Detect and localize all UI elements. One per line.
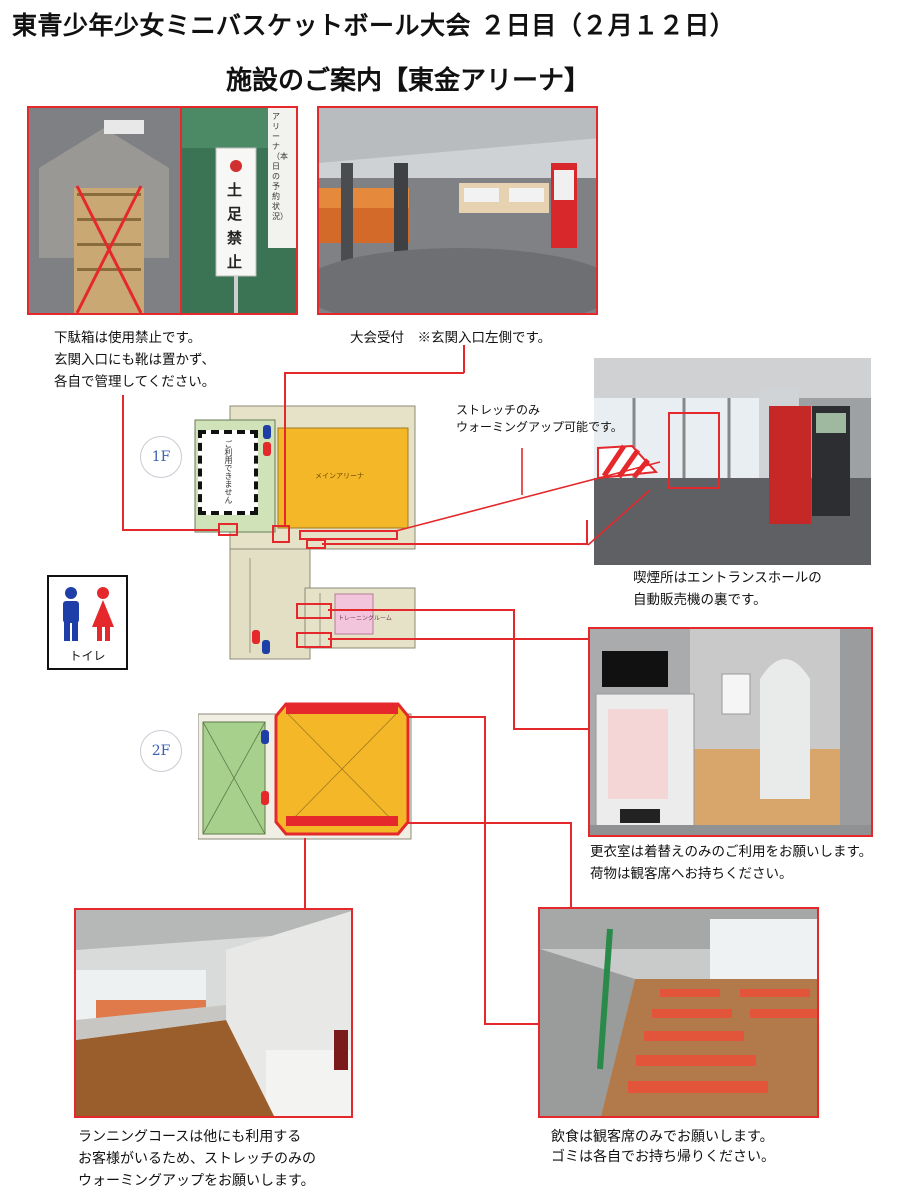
connector-line xyxy=(484,1023,540,1025)
toilet-icon xyxy=(63,587,114,641)
spectator-seats-caption: 飲食は観客席のみでお願いします。 ゴミは各自でお持ち帰りください。 xyxy=(551,1127,775,1167)
wall-notice-text: アリーナ（本日の予約状況） xyxy=(272,112,288,221)
training-room-label: トレーニングルーム xyxy=(338,614,392,622)
caption-line: 各自で管理してください。 xyxy=(54,374,216,390)
toilet-marker-1f xyxy=(263,425,271,439)
connector-line xyxy=(570,822,572,908)
unavailable-area: ご利用できません xyxy=(198,430,258,515)
floor-1-label: 1F xyxy=(140,436,182,478)
reception-marker-1f xyxy=(272,525,290,543)
floor-2-map xyxy=(198,702,412,840)
spectator-seats-photo xyxy=(538,907,819,1118)
reception-caption: 大会受付 ※玄関入口左側です。 xyxy=(350,327,551,349)
note-line: ウォーミングアップ可能です。 xyxy=(456,420,623,434)
toilet-legend: トイレ xyxy=(47,575,128,670)
caption-line: 自動販売機の裏です。 xyxy=(633,592,767,608)
caption-line: 荷物は観客席へお持ちください。 xyxy=(590,866,793,882)
caption-line: 玄関入口にも靴は置かず、 xyxy=(54,352,216,368)
stretch-note: ストレッチのみ ウォーミングアップ可能です。 xyxy=(456,402,623,436)
smoking-area-caption: 喫煙所はエントランスホールの 自動販売機の裏です。 xyxy=(633,567,822,611)
toilet-marker-2f xyxy=(261,730,269,744)
running-course-caption: ランニングコースは他にも利用する お客様がいるため、ストレッチのみの ウォーミン… xyxy=(78,1126,316,1192)
locker-room-caption: 更衣室は着替えのみのご利用をお願いします。 荷物は観客席へお持ちください。 xyxy=(590,841,872,885)
toilet-legend-label: トイレ xyxy=(69,649,106,663)
caption-line: 更衣室は着替えのみのご利用をお願いします。 xyxy=(590,844,873,860)
connector-line xyxy=(304,838,306,909)
connector-line xyxy=(463,345,465,373)
toilet-marker-2f xyxy=(261,791,269,805)
locker-marker-1f xyxy=(296,632,332,648)
locker-room-photo xyxy=(588,627,873,837)
main-arena-label: メインアリーナ xyxy=(315,472,364,480)
locker-marker-1f xyxy=(296,603,332,619)
caption-line: ランニングコースは他にも利用する xyxy=(78,1129,302,1145)
connector-line xyxy=(513,609,515,729)
toilet-marker-1f xyxy=(262,640,270,654)
toilet-marker-1f xyxy=(263,442,271,456)
shoe-box-photo xyxy=(27,106,198,315)
running-course-photo xyxy=(74,908,353,1118)
reception-photo xyxy=(317,106,598,315)
toilet-marker-1f xyxy=(252,630,260,644)
caption-line: 喫煙所はエントランスホールの xyxy=(633,570,822,586)
unavailable-text: ご利用できません xyxy=(224,440,233,504)
connector-line xyxy=(484,716,486,1024)
no-shoes-sign-photo: 土足禁止 アリーナ（本日の予約状況） xyxy=(180,106,298,315)
stretch-marker-1f xyxy=(299,530,398,540)
caption-line: 飲食は観客席のみでお願いします。 xyxy=(551,1129,774,1145)
no-shoes-sign-text: 土足禁止 xyxy=(227,181,243,271)
connector-line xyxy=(513,728,589,730)
connector-line xyxy=(122,395,124,530)
caption-line: 下駄箱は使用禁止です。 xyxy=(54,330,202,346)
floor-2-label: 2F xyxy=(140,730,182,772)
note-line: ストレッチのみ xyxy=(456,403,541,417)
caption-line: お客様がいるため、ストレッチのみの xyxy=(78,1151,316,1167)
smoking-area-photo xyxy=(594,358,871,565)
connector-line xyxy=(322,543,588,545)
caption-line: 大会受付 ※玄関入口左側です。 xyxy=(350,330,552,346)
connector-line xyxy=(586,520,588,545)
connector-line xyxy=(407,716,485,718)
connector-line xyxy=(328,609,514,611)
connector-line xyxy=(407,822,571,824)
shoe-box-caption: 下駄箱は使用禁止です。 玄関入口にも靴は置かず、 各自で管理してください。 xyxy=(54,327,215,393)
shoe-box-marker-1f xyxy=(218,523,238,536)
connector-line xyxy=(284,372,286,527)
connector-line xyxy=(122,529,220,531)
caption-line: ゴミは各自でお持ち帰りください。 xyxy=(551,1149,775,1165)
connector-line xyxy=(284,372,464,374)
caption-line: ウォーミングアップをお願いします。 xyxy=(78,1173,315,1189)
connector-line xyxy=(328,638,588,640)
page-subtitle: 施設のご案内【東金アリーナ】 xyxy=(226,66,591,96)
page-title: 東青少年少女ミニバスケットボール大会 ２日目（２月１２日） xyxy=(12,11,736,40)
